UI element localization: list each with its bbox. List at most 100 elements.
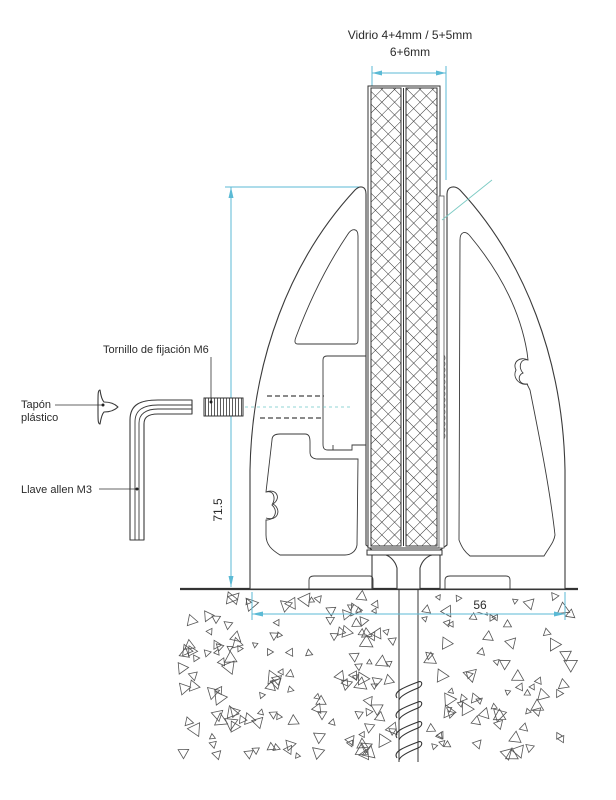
aggregate-stone xyxy=(266,741,277,751)
aggregate-stone xyxy=(279,600,294,613)
aggregate-stone xyxy=(374,654,389,667)
aggregate-stone xyxy=(556,734,565,744)
aggregate-stone xyxy=(421,604,432,614)
aggregate-stone xyxy=(355,589,368,601)
aggregate-stone xyxy=(270,675,283,686)
aggregate-stone xyxy=(384,721,398,736)
aggregate-stone xyxy=(312,732,327,745)
aggregate-stone xyxy=(491,613,499,622)
bolt-thread xyxy=(395,741,423,761)
aggregate-stone xyxy=(211,750,222,761)
aggregate-stone xyxy=(333,669,345,682)
aggregate-stone xyxy=(269,677,282,690)
aggregate-stone xyxy=(461,701,476,717)
aggregate-stone xyxy=(525,707,532,715)
aggregate-stone xyxy=(232,636,244,649)
allen-key-label: Llave allen M3 xyxy=(21,484,92,496)
aggregate-stone xyxy=(436,668,450,683)
aggregate-stone xyxy=(267,647,275,657)
aggregate-stone xyxy=(336,626,347,636)
aggregate-stone xyxy=(434,731,443,740)
aggregate-stone xyxy=(551,591,560,602)
aggregate-stone xyxy=(447,710,456,719)
aggregate-stone xyxy=(387,637,397,647)
aggregate-stone xyxy=(455,594,463,603)
allen-key: Llave allen M3 xyxy=(21,399,193,541)
aggregate-stone xyxy=(462,668,477,684)
aggregate-stone xyxy=(557,677,570,690)
aggregate-stone xyxy=(362,695,373,707)
aggregate-stone xyxy=(354,711,364,720)
aggregate-stone xyxy=(510,669,525,681)
aggregate-stone xyxy=(313,692,321,700)
aggregate-stone xyxy=(213,639,223,650)
aggregate-stone xyxy=(329,633,339,642)
aggregate-stone xyxy=(365,658,373,665)
aggregate-stone xyxy=(421,616,428,623)
aggregate-stone xyxy=(283,596,296,610)
aggregate-stone xyxy=(425,651,435,661)
aggregate-stone xyxy=(504,747,519,760)
aggregate-stone xyxy=(490,702,498,710)
aggregate-stone xyxy=(550,637,563,652)
aggregate-stone xyxy=(214,690,229,706)
aggregate-stone xyxy=(358,730,365,739)
aggregate-stone xyxy=(220,660,235,676)
height-dimension: 71.5 xyxy=(211,186,360,587)
aggregate-stone xyxy=(178,646,191,658)
aggregate-stone xyxy=(425,722,437,732)
aggregate-stone xyxy=(346,604,355,612)
aggregate-stone xyxy=(465,671,474,680)
glass-panes xyxy=(366,85,446,556)
aggregate-stone xyxy=(441,636,455,650)
aggregate-stone xyxy=(268,711,278,720)
aggregate-stone xyxy=(282,744,292,756)
screw-icon xyxy=(203,397,244,417)
aggregate-stone xyxy=(443,739,452,748)
aggregate-stone xyxy=(537,687,551,701)
aggregate-stone xyxy=(208,732,217,740)
bolt-thread xyxy=(395,681,423,701)
aggregate-stone xyxy=(177,661,190,675)
aggregate-stone xyxy=(203,649,212,658)
aggregate-stone xyxy=(251,642,259,649)
bolt-thread xyxy=(395,701,423,721)
aggregate-stone xyxy=(277,668,284,676)
aggregate-stone xyxy=(563,659,579,673)
glass-pane-left xyxy=(370,87,402,547)
aggregate-stone xyxy=(345,739,354,748)
aggregate-stone xyxy=(434,594,441,601)
aggregate-stone xyxy=(470,715,482,726)
aluminium-profile xyxy=(249,186,566,590)
aggregate-stone xyxy=(211,615,222,625)
aggregate-stone xyxy=(470,692,482,704)
aggregate-stone xyxy=(351,674,359,682)
aggregate-stone xyxy=(225,591,239,605)
aggregate-stone xyxy=(556,688,565,699)
aggregate-stone xyxy=(384,660,393,668)
aggregate-stone xyxy=(285,739,297,752)
aggregate-stone xyxy=(504,689,512,696)
aggregate-stone xyxy=(287,713,300,725)
aggregate-stone xyxy=(471,739,482,750)
aggregate-stone xyxy=(276,712,284,721)
aggregate-stone xyxy=(358,634,374,648)
aggregate-stone xyxy=(311,747,326,761)
aggregate-stone xyxy=(383,673,396,685)
aggregate-stone xyxy=(347,670,357,681)
aggregate-stone xyxy=(363,723,376,734)
aggregate-stone xyxy=(366,631,376,642)
aggregate-stone xyxy=(492,719,504,731)
aggregate-stone xyxy=(502,618,513,628)
aggregate-stone xyxy=(340,678,349,687)
aggregate-stone xyxy=(226,704,240,719)
aggregate-stone xyxy=(371,677,383,688)
glass-label: Vidrio 4+4mm / 5+5mm 6+6mm xyxy=(348,28,473,59)
aggregate-stone xyxy=(523,688,532,696)
aggregate-stone xyxy=(264,679,276,692)
aggregate-stone xyxy=(518,722,529,732)
glass-label-line1: Vidrio 4+4mm / 5+5mm xyxy=(348,28,473,42)
aggregate-stone xyxy=(244,712,257,726)
aggregate-stone xyxy=(187,671,198,682)
